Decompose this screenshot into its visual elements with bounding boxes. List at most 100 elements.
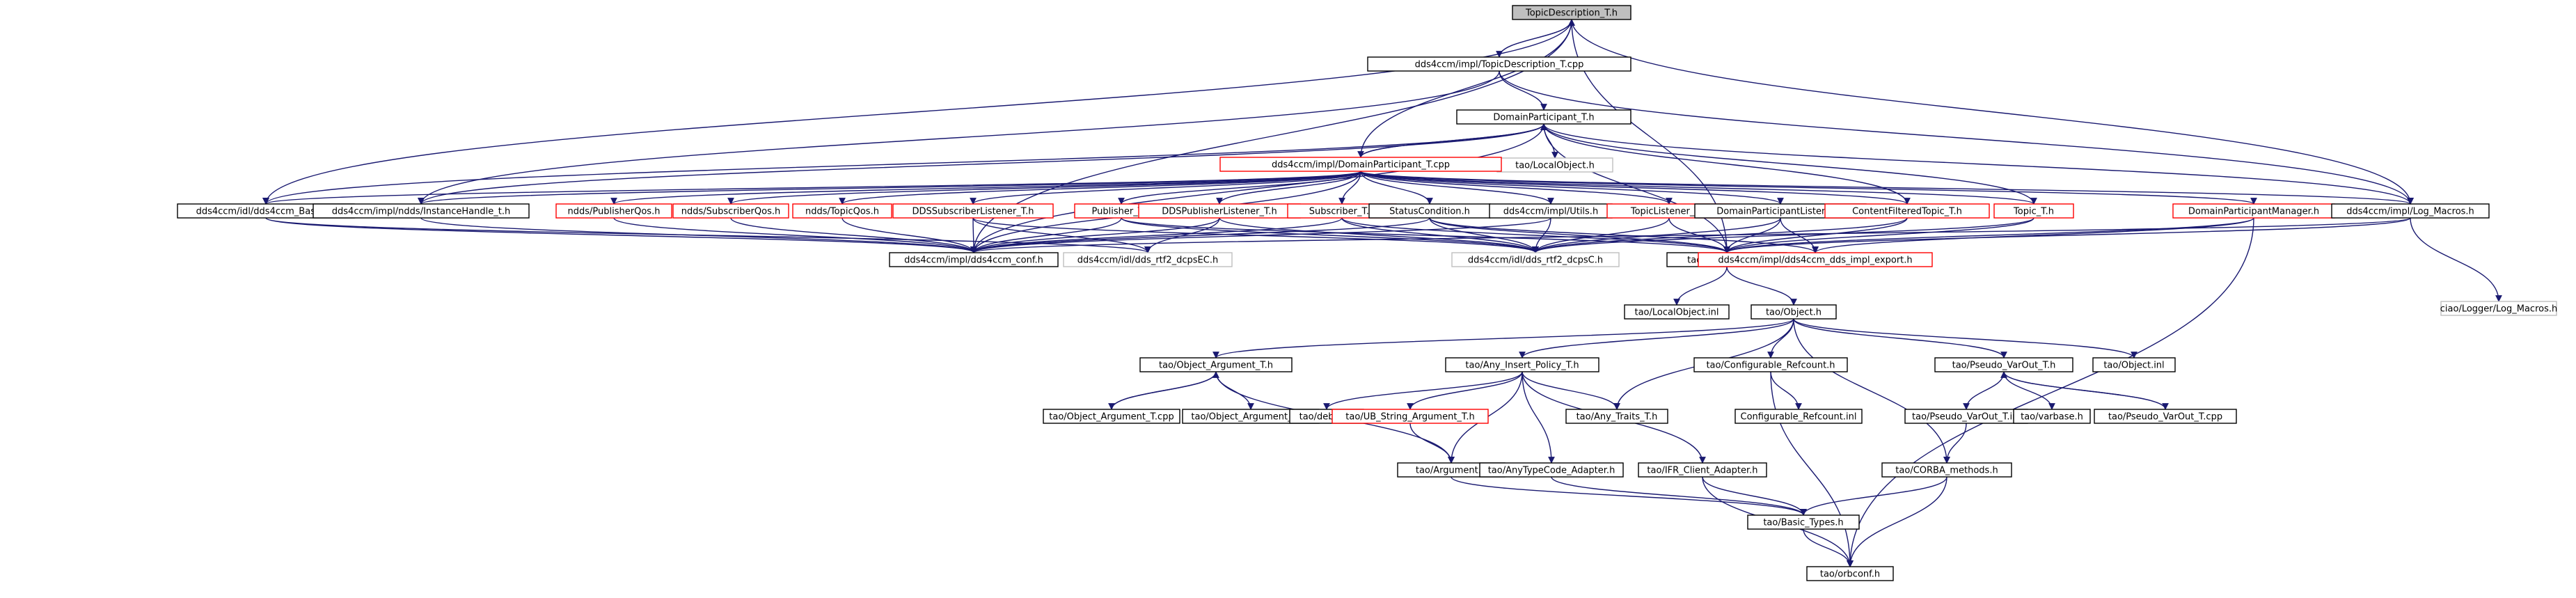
edge-n18-n2 [1540, 123, 1908, 205]
edge-n25-n29 [1726, 266, 1797, 306]
graph-node-label: TopicListener_T.h [1630, 207, 1707, 217]
graph-node[interactable]: tao/Configurable_Refcount.h [1693, 357, 1848, 372]
graph-node[interactable]: tao/Any_Traits_T.h [1565, 409, 1668, 424]
edge-n32-n40 [1770, 371, 1802, 410]
graph-node[interactable]: dds4ccm/impl/TopicDescription_T.cpp [1367, 56, 1631, 72]
graph-node-label: tao/Any_Traits_T.h [1577, 412, 1658, 423]
graph-node[interactable]: ndds/SubscriberQos.h [672, 203, 789, 219]
edge-n19-n25 [1723, 217, 2034, 253]
graph-node-label: ciao/Logger/Log_Macros.h [2440, 304, 2557, 315]
graph-node[interactable]: tao/Any_Insert_Policy_T.h [1445, 357, 1599, 372]
graph-node[interactable]: ContentFilteredTopic_T.h [1824, 203, 1990, 219]
graph-node-box [1934, 357, 2073, 372]
graph-node-box [2331, 203, 2490, 219]
graph-node[interactable]: dds4ccm/impl/DomainParticipant_T.cpp [1219, 157, 1502, 172]
graph-node-box [672, 203, 789, 219]
edge-n4-n20 [1360, 171, 2257, 205]
graph-node[interactable]: dds4ccm/impl/dds4ccm_conf.h [889, 252, 1059, 267]
edge-n2-n22 [970, 123, 1544, 253]
edge-n25-n28 [1673, 266, 1728, 306]
graph-node[interactable]: tao/IFR_Client_Adapter.h [1638, 462, 1767, 478]
edge-n4-n7 [610, 171, 1361, 205]
graph-node[interactable]: TopicDescription_T.h [1512, 5, 1631, 20]
graph-node[interactable]: tao/varbase.h [2013, 409, 2091, 424]
graph-node[interactable]: tao/Object.h [1751, 304, 1837, 320]
edge-n13-n24 [1341, 217, 1539, 253]
edge-n30-n36 [1215, 371, 1254, 410]
graph-node-label: ndds/PublisherQos.h [568, 207, 661, 217]
graph-node[interactable]: tao/LocalObject.inl [1624, 304, 1730, 320]
graph-node-box [1806, 566, 1894, 581]
edge-n47-n49 [1847, 476, 1947, 567]
graph-node[interactable]: dds4ccm/impl/Log_Macros.h [2331, 203, 2490, 219]
graph-node-label: tao/Object_Argument_T.inl [1191, 412, 1310, 423]
graph-node-label: ndds/TopicQos.h [805, 207, 879, 217]
edge-n2-n25 [1543, 123, 1730, 253]
edge-n12-n24 [1219, 217, 1539, 253]
graph-node-box [1456, 109, 1631, 125]
graph-node[interactable]: dds4ccm/impl/Utils.h [1489, 203, 1613, 219]
graph-node-box [2092, 357, 2176, 372]
edge-n45-n48 [1551, 476, 1807, 516]
graph-node-label: tao/Object_Argument_T.h [1159, 361, 1273, 371]
graph-node-box [889, 252, 1059, 267]
edge-n1-n2 [1499, 70, 1547, 111]
graph-node[interactable]: tao/Basic_Types.h [1747, 514, 1860, 530]
graph-node[interactable]: tao/Object_Argument_T.h [1139, 357, 1293, 372]
graph-node[interactable]: tao/Pseudo_VarOut_T.inl [1904, 409, 2028, 424]
graph-node[interactable]: StatusCondition.h [1368, 203, 1491, 219]
edge-n31-n37 [1323, 371, 1523, 410]
edge-n21-n27 [2410, 217, 2502, 302]
graph-node-box [1698, 252, 1933, 267]
graph-node[interactable]: DDSSubscriberListener_T.h [892, 203, 1054, 219]
graph-node[interactable]: DomainParticipantManager.h [2172, 203, 2335, 219]
graph-node-label: dds4ccm/impl/ndds/InstanceHandle_t.h [332, 207, 510, 217]
graph-node[interactable]: ndds/TopicQos.h [792, 203, 892, 219]
graph-node[interactable]: tao/AnyTypeCode_Adapter.h [1479, 462, 1624, 478]
graph-node[interactable]: tao/Object.inl [2092, 357, 2176, 372]
graph-node-label: ndds/SubscriberQos.h [681, 207, 780, 217]
graph-node[interactable]: DomainParticipant_T.h [1456, 109, 1631, 125]
graph-node-label: Configurable_Refcount.inl [1741, 412, 1857, 423]
graph-node-box [1367, 56, 1631, 72]
edge-n4-n19 [1360, 171, 2037, 205]
edge-n19-n2 [1540, 123, 2034, 205]
graph-node-label: DDSPublisherListener_T.h [1162, 207, 1277, 217]
graph-node[interactable]: tao/Pseudo_VarOut_T.h [1934, 357, 2073, 372]
graph-node[interactable]: dds4ccm/impl/dds4ccm_dds_impl_export.h [1698, 252, 1933, 267]
graph-node-label: dds4ccm/impl/Log_Macros.h [2346, 207, 2474, 217]
graph-node-label: tao/Argument.h [1416, 466, 1487, 476]
edge-n4-n9 [839, 171, 1361, 205]
graph-node-box [1824, 203, 1990, 219]
edge-n4-n16 [1360, 171, 1673, 205]
edge-n43-n33 [2000, 371, 2166, 410]
graph-node[interactable]: tao/orbconf.h [1806, 566, 1894, 581]
edge-n2-n6 [418, 123, 1544, 205]
edge-n1-n6 [418, 70, 1500, 205]
edge-n4-n13 [1338, 171, 1361, 205]
edge-n9-n22 [841, 217, 977, 253]
graph-node[interactable]: tao/Pseudo_VarOut_T.cpp [2094, 409, 2237, 424]
edge-n20-n26 [1812, 217, 2254, 253]
graph-node[interactable]: tao/CORBA_methods.h [1881, 462, 2012, 478]
graph-node[interactable]: tao/Object_Argument_T.inl [1182, 409, 1320, 424]
graph-node[interactable]: tao/Argument.h [1397, 462, 1506, 478]
graph-node[interactable]: tao/Object_Argument_T.cpp [1043, 409, 1180, 424]
graph-node-box [2013, 409, 2091, 424]
graph-node-box [1512, 5, 1631, 20]
edge-n14-n22 [970, 217, 1430, 253]
edges-layer [262, 19, 2502, 567]
graph-node[interactable]: tao/UB_String_Argument_T.h [1332, 409, 1489, 424]
edge-n4-n10 [970, 171, 1361, 205]
graph-node-label: tao/Pseudo_VarOut_T.h [1952, 361, 2056, 371]
edge-n13-n22 [970, 217, 1343, 253]
graph-node[interactable]: Topic_T.h [1993, 203, 2074, 219]
graph-node[interactable]: DDSPublisherListener_T.h [1138, 203, 1301, 219]
edge-n20-n49 [1847, 217, 2254, 567]
graph-node-label: dds4ccm/impl/Utils.h [1503, 207, 1598, 217]
edge-n29-n30 [1212, 318, 1794, 359]
graph-node[interactable]: ndds/PublisherQos.h [555, 203, 672, 219]
graph-node[interactable]: dds4ccm/impl/ndds/InstanceHandle_t.h [313, 203, 530, 219]
edge-n4-n18 [1360, 171, 1911, 205]
graph-node[interactable]: Configurable_Refcount.inl [1735, 409, 1863, 424]
